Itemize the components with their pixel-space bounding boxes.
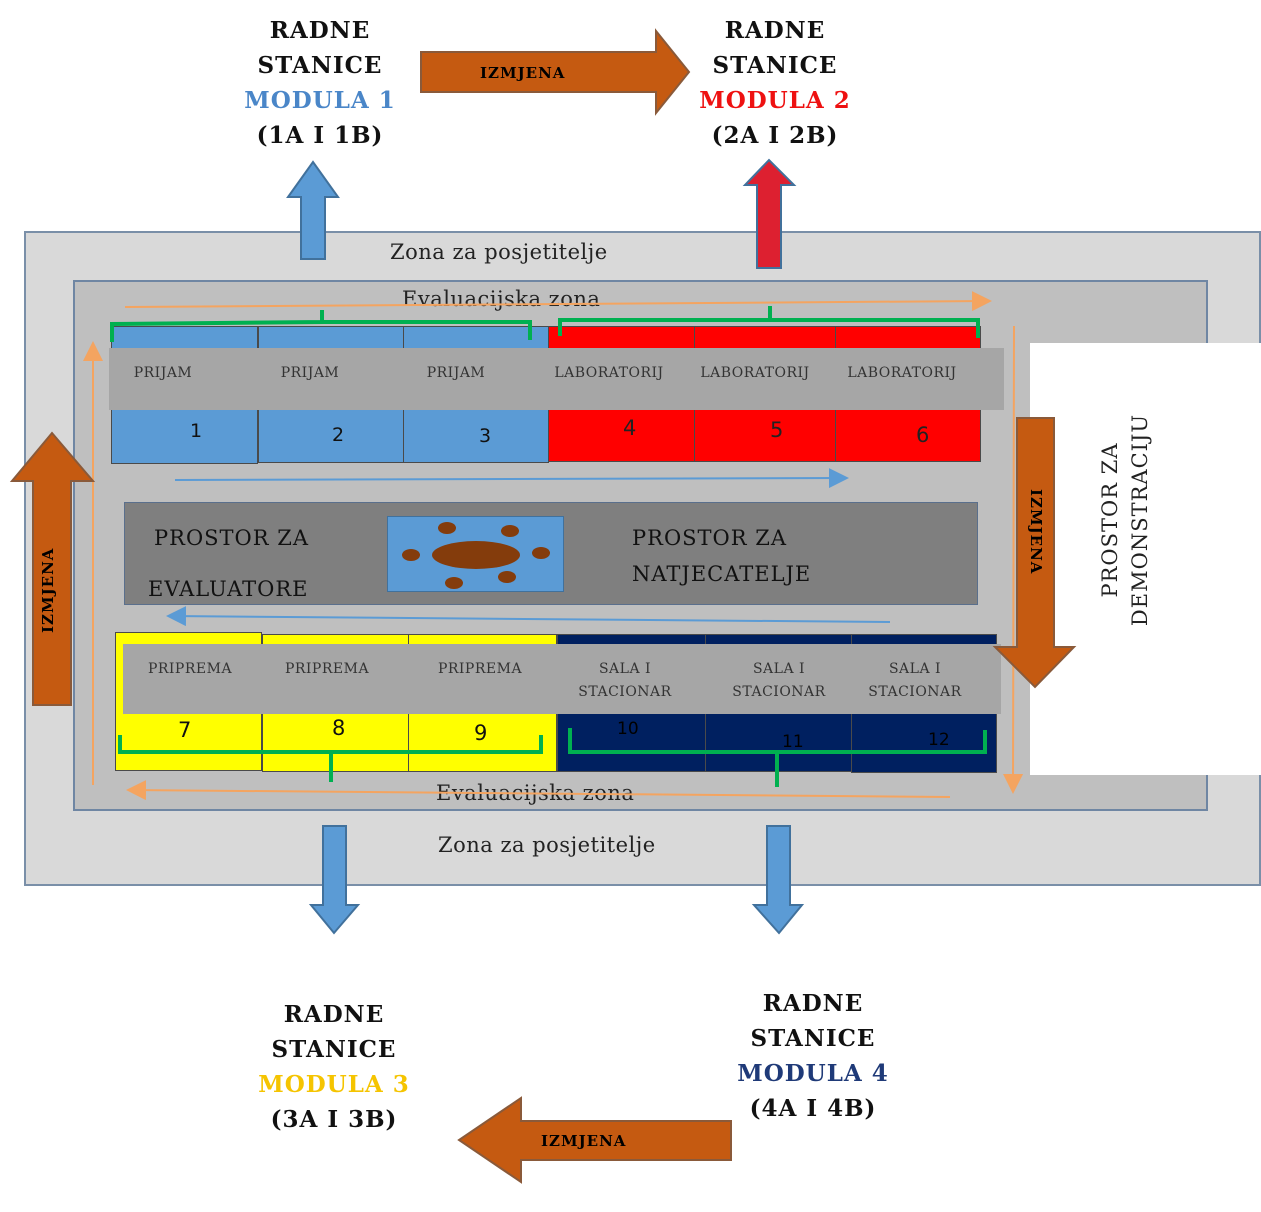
station-label-9: PRIPREMA xyxy=(437,661,523,677)
module-1-label: RADNE STANICE MODULA 1 (1A I 1B) xyxy=(244,17,396,149)
evaluators-label-1: PROSTOR ZA xyxy=(154,526,310,550)
module-4-label: RADNE STANICE MODULA 4 (4A I 4B) xyxy=(737,990,889,1122)
station-label-3: PRIJAM xyxy=(426,365,486,381)
bracket-module-1 xyxy=(110,310,532,342)
station-number-4: 4 xyxy=(623,416,637,440)
module-3-label: RADNE STANICE MODULA 3 (3A I 3B) xyxy=(258,1001,410,1133)
station-label-8: PRIPREMA xyxy=(284,661,370,677)
station-label-7: PRIPREMA xyxy=(147,661,233,677)
station-number-5: 5 xyxy=(770,418,784,442)
flow-line-lower-corridor xyxy=(166,606,891,627)
station-number-6: 6 xyxy=(916,423,930,447)
station-number-10: 10 xyxy=(617,719,639,739)
station-number-12: 12 xyxy=(928,730,950,750)
station-label-4: LABORATORIJ xyxy=(554,365,664,381)
top-label-band xyxy=(109,348,1004,410)
station-label-12: SALA I STACIONAR xyxy=(868,661,962,700)
station-number-1: 1 xyxy=(190,420,203,442)
evaluators-label-2: EVALUATORE xyxy=(148,577,309,601)
exchange-label-right: IZMJENA xyxy=(1027,489,1045,575)
station-label-2: PRIJAM xyxy=(280,365,340,381)
module-2-label: RADNE STANICE MODULA 2 (2A I 2B) xyxy=(699,17,851,149)
exchange-arrow-top xyxy=(420,28,691,116)
arrow-up-module-1 xyxy=(286,160,340,260)
station-label-11: SALA I STACIONAR xyxy=(732,661,826,700)
flow-line-upper-corridor xyxy=(174,468,849,489)
competitors-label-2: NATJECATELJE xyxy=(632,562,812,586)
bracket-module-3 xyxy=(118,735,543,782)
flow-line-top xyxy=(124,291,992,312)
flow-line-bottom xyxy=(126,780,951,801)
visitor-zone-bottom-label: Zona za posjetitelje xyxy=(438,833,656,857)
competitors-label-1: PROSTOR ZA xyxy=(632,526,788,550)
arrow-down-module-3 xyxy=(308,825,361,935)
exchange-label-bottom: IZMJENA xyxy=(541,1132,627,1150)
station-label-10: SALA I STACIONAR xyxy=(578,661,672,700)
exchange-arrow-bottom xyxy=(457,1096,732,1184)
table-with-chairs-icon xyxy=(402,522,550,589)
exchange-arrow-left xyxy=(9,431,96,706)
station-number-7: 7 xyxy=(178,718,192,742)
station-label-6: LABORATORIJ xyxy=(847,365,957,381)
station-number-9: 9 xyxy=(474,721,488,745)
station-label-1: PRIJAM xyxy=(133,365,193,381)
bracket-module-2 xyxy=(558,306,980,338)
visitor-zone-top-label: Zona za posjetitelje xyxy=(390,240,608,264)
station-number-11: 11 xyxy=(782,732,804,752)
arrow-up-module-2 xyxy=(742,158,797,269)
station-number-3: 3 xyxy=(479,425,492,447)
exchange-arrow-right xyxy=(992,417,1077,689)
bottom-label-band xyxy=(123,644,1001,714)
bracket-module-4 xyxy=(568,728,987,787)
station-number-8: 8 xyxy=(332,716,346,740)
table-icon xyxy=(387,516,564,592)
arrow-down-module-4 xyxy=(751,825,805,935)
station-label-5: LABORATORIJ xyxy=(700,365,810,381)
flow-line-right xyxy=(1003,325,1024,794)
demonstration-area xyxy=(1030,343,1261,775)
exchange-label-left: IZMJENA xyxy=(39,547,57,633)
evaluation-zone-top-label: Evaluacijska zona xyxy=(402,287,601,311)
station-number-2: 2 xyxy=(332,424,345,446)
exchange-label-top: IZMJENA xyxy=(480,64,566,82)
